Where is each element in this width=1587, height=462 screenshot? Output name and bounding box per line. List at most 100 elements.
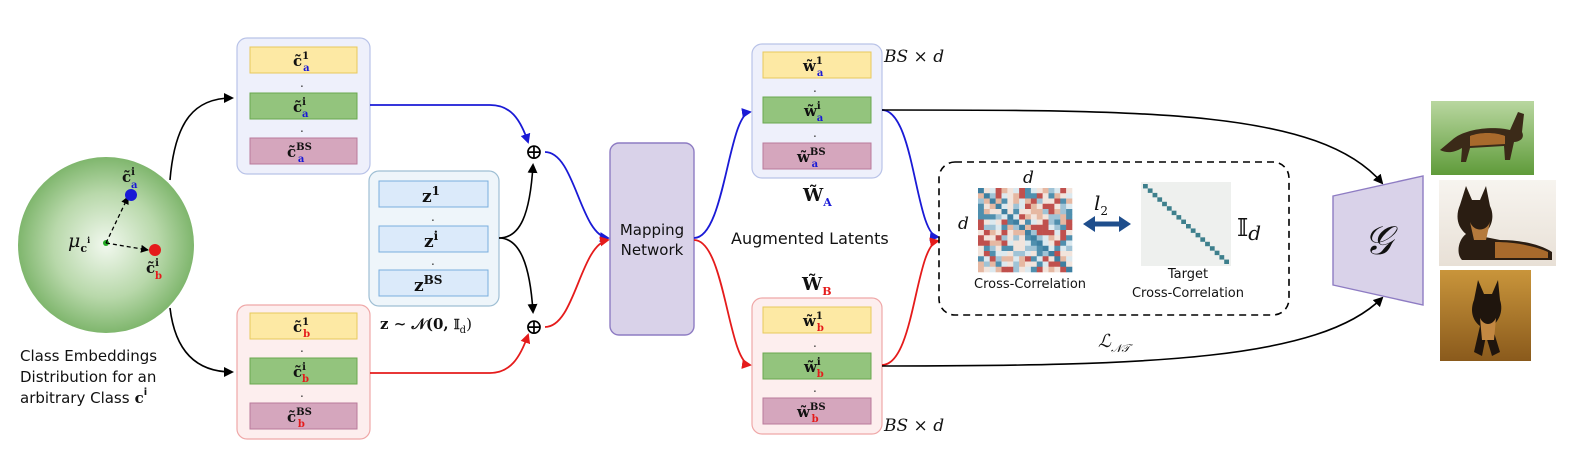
heatmap-cell	[1001, 245, 1008, 252]
heatmap-cell	[1060, 209, 1067, 215]
heatmap-cell	[995, 219, 1002, 226]
target-label-line-2: Cross-Correlation	[1132, 286, 1244, 301]
heatmap-cell	[1042, 198, 1049, 205]
heatmap-cell	[1054, 209, 1061, 215]
heatmap-cell	[1013, 261, 1020, 268]
cross-corr-d-left: d	[958, 214, 969, 234]
heatmap-cell	[1054, 219, 1061, 226]
heatmap-cell	[1007, 256, 1014, 262]
heatmap-cell	[1048, 193, 1055, 199]
heatmap-cell	[1060, 230, 1067, 236]
heatmap-cell	[978, 266, 985, 273]
heatmap-cell	[1042, 203, 1049, 210]
heatmap-cell	[1048, 230, 1055, 236]
heatmap-cell	[1013, 266, 1020, 273]
heatmap-cell	[1013, 230, 1020, 236]
heatmap-cell	[1048, 251, 1055, 257]
heatmap-cell	[1066, 188, 1073, 194]
heatmap-cell	[1019, 256, 1026, 262]
plus-bottom: ⊕	[525, 315, 543, 340]
heatmap-cell	[1007, 188, 1014, 194]
heatmap-cell	[1025, 219, 1032, 226]
heatmap-cell	[1066, 219, 1073, 226]
augmented-latents-label: Augmented Latents	[731, 229, 889, 248]
heatmap-cell	[1060, 251, 1067, 257]
heatmap-cell	[1019, 235, 1026, 241]
caption-line-2: Distribution for an	[20, 368, 156, 386]
loss-label: ℒ𝒩𝒯	[1098, 331, 1134, 355]
heatmap-cell	[1013, 251, 1020, 257]
heatmap-cell	[1036, 188, 1043, 194]
mapping-line-2: Network	[621, 241, 684, 259]
heatmap-cell	[978, 209, 985, 215]
heatmap-cell	[1042, 224, 1049, 231]
noise-dot-1: .	[431, 210, 435, 224]
heatmap-cell	[1054, 198, 1061, 205]
heatmap-cell	[1048, 245, 1055, 252]
heatmap-cell	[1036, 240, 1043, 247]
heatmap-cell	[1007, 240, 1014, 247]
heatmap-cell	[995, 266, 1002, 273]
caption-line-1: Class Embeddings	[20, 347, 157, 365]
heatmap-cell	[1042, 261, 1049, 268]
heatmap-cell	[989, 230, 996, 236]
heatmap-cell	[1001, 251, 1008, 257]
heatmap-cell	[1001, 209, 1008, 215]
heatmap-cell	[1060, 256, 1067, 262]
cross-correlation-label: Cross-Correlation	[974, 277, 1086, 292]
heatmap-cell	[1025, 224, 1032, 231]
heatmap-cell	[1013, 235, 1020, 241]
latent-a-dot-1: .	[813, 81, 817, 95]
heatmap-cell	[995, 209, 1002, 215]
heatmap-cell	[1019, 240, 1026, 247]
identity-diagonal-cell	[1200, 237, 1206, 242]
heatmap-cell	[1025, 245, 1032, 252]
heatmap-cell	[1048, 256, 1055, 262]
heatmap-cell	[989, 235, 996, 241]
heatmap-cell	[978, 240, 985, 247]
stack-a-row-1	[249, 46, 358, 74]
noise-row-1	[378, 180, 489, 208]
heatmap-cell	[1048, 224, 1055, 231]
dashed-arrow-a	[105, 196, 129, 244]
mapping-network: Mapping Network	[609, 142, 695, 336]
heatmap-cell	[1066, 214, 1073, 220]
heatmap-cell	[1013, 209, 1020, 215]
heatmap-cell	[978, 188, 985, 194]
heatmap-cell	[1030, 266, 1038, 273]
arrow-circle-to-stack-a	[169, 93, 234, 181]
heatmap-cell	[1060, 193, 1067, 199]
heatmap-cell	[1013, 256, 1020, 262]
latent-b-row-i	[762, 352, 872, 380]
heatmap-cell	[1019, 224, 1026, 231]
heatmap-cell	[1030, 214, 1038, 220]
heatmap-cell	[989, 240, 996, 247]
heatmap-cell	[978, 261, 985, 268]
arrow-latent-a-to-generator	[881, 109, 1384, 185]
mapping-box	[609, 142, 695, 336]
heatmap-cell	[1001, 240, 1008, 247]
heatmap-cell	[1019, 230, 1026, 236]
heatmap-cell	[983, 261, 991, 268]
heatmap-cell	[1013, 224, 1020, 231]
heatmap-cell	[1060, 245, 1067, 252]
noise-row-i	[378, 225, 489, 253]
heatmap-cell	[1036, 261, 1043, 268]
heatmap-cell	[995, 240, 1002, 247]
heatmap-cell	[1060, 214, 1067, 220]
heatmap-cell	[1030, 224, 1038, 231]
heatmap-cell	[978, 203, 985, 210]
heatmap-cell	[1066, 251, 1073, 257]
heatmap-cell	[1054, 251, 1061, 257]
heatmap-cell	[1030, 240, 1038, 247]
heatmap-cell	[989, 251, 996, 257]
